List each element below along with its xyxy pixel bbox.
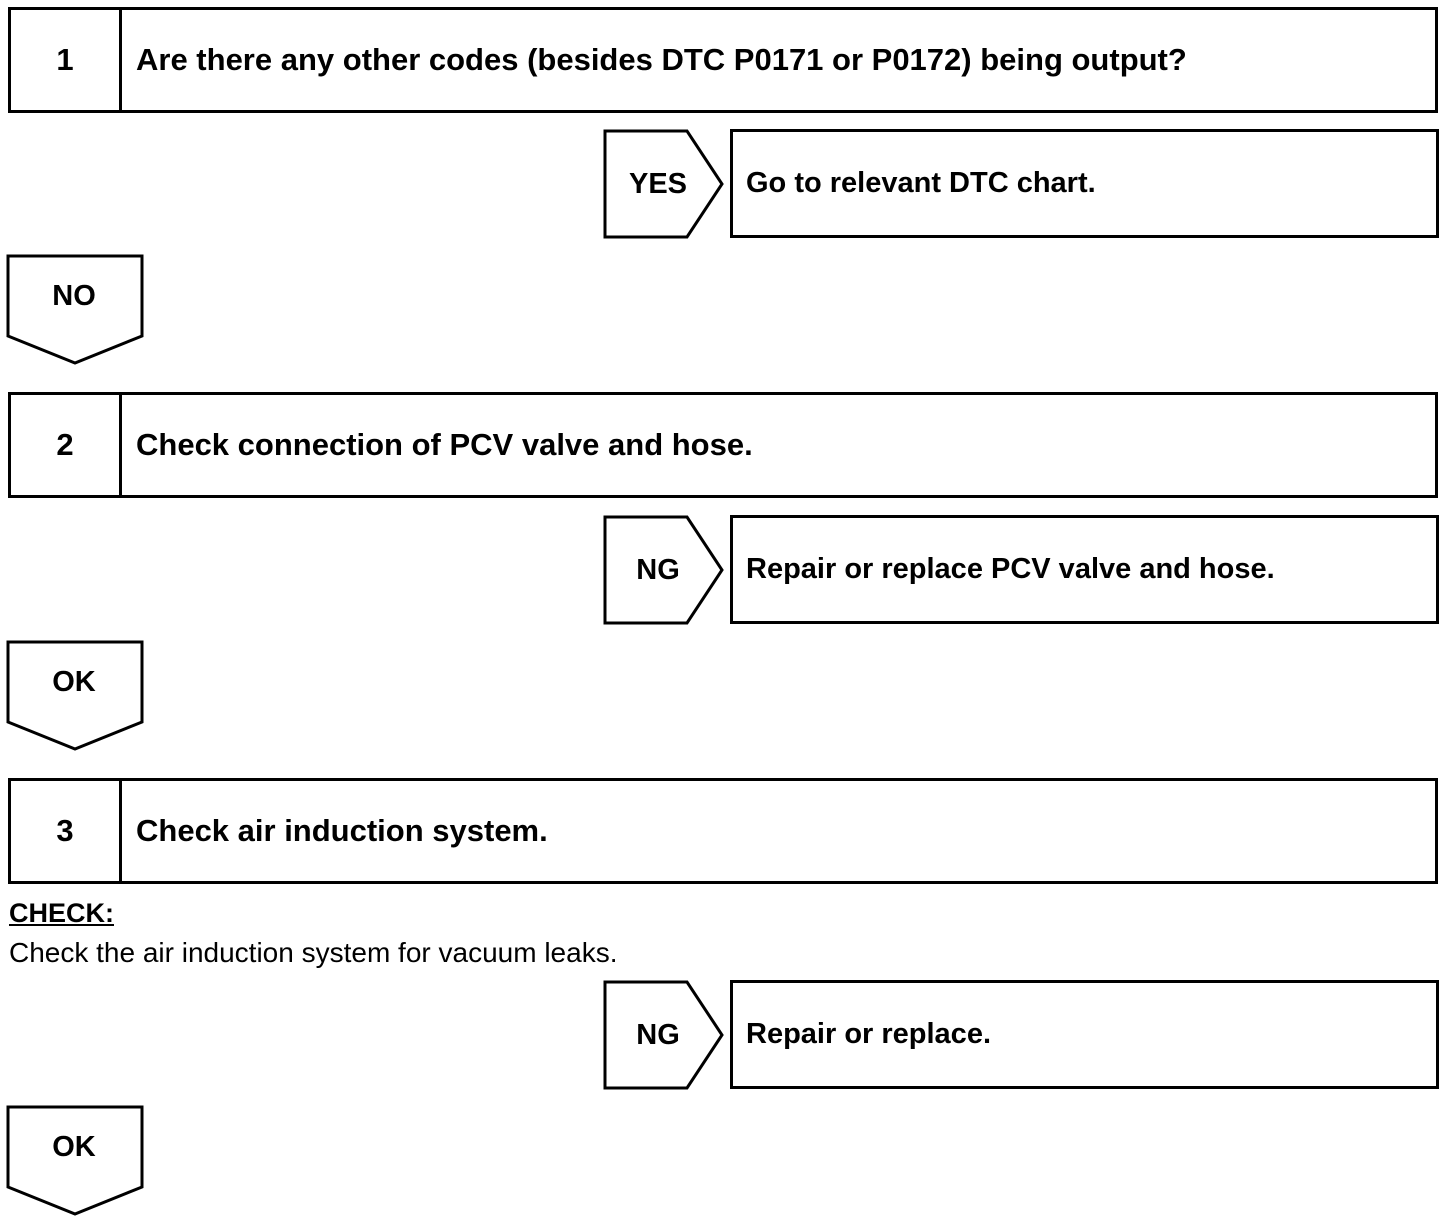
- ng-branch-label-1: NG: [636, 553, 680, 586]
- step-3-instruction: Check air induction system.: [136, 813, 548, 848]
- ok-arrow-shape-1: [6, 640, 144, 751]
- no-continue-label: NO: [52, 279, 96, 312]
- step-1-question: Are there any other codes (besides DTC P…: [136, 42, 1187, 77]
- step-1-number: 1: [11, 10, 122, 110]
- step-2-box: 2 Check connection of PCV valve and hose…: [8, 392, 1438, 498]
- ng-result-box-2: Repair or replace.: [730, 980, 1439, 1089]
- step-3-number: 3: [11, 781, 122, 881]
- ok-continue-label-2: OK: [52, 1130, 96, 1163]
- ok-continue-label-1: OK: [52, 665, 96, 698]
- ng-arrow-shape-1: [603, 515, 724, 625]
- yes-branch-label: YES: [628, 167, 688, 200]
- ng-branch-label-2: NG: [636, 1018, 680, 1051]
- step-2-number: 2: [11, 395, 122, 495]
- check-body-text: Check the air induction system for vacuu…: [9, 937, 618, 968]
- no-arrow-shape: [6, 254, 144, 365]
- ok-arrow-shape-2: [6, 1105, 144, 1216]
- step-3-box: 3 Check air induction system.: [8, 778, 1438, 884]
- ng-arrow-shape-2: [603, 980, 724, 1090]
- yes-arrow-shape: [603, 129, 724, 239]
- ng-result-box-1: Repair or replace PCV valve and hose.: [730, 515, 1439, 624]
- step-2-instruction: Check connection of PCV valve and hose.: [136, 427, 753, 462]
- check-heading: CHECK:: [9, 898, 114, 928]
- step-1-box: 1 Are there any other codes (besides DTC…: [8, 7, 1438, 113]
- yes-result-box: Go to relevant DTC chart.: [730, 129, 1439, 238]
